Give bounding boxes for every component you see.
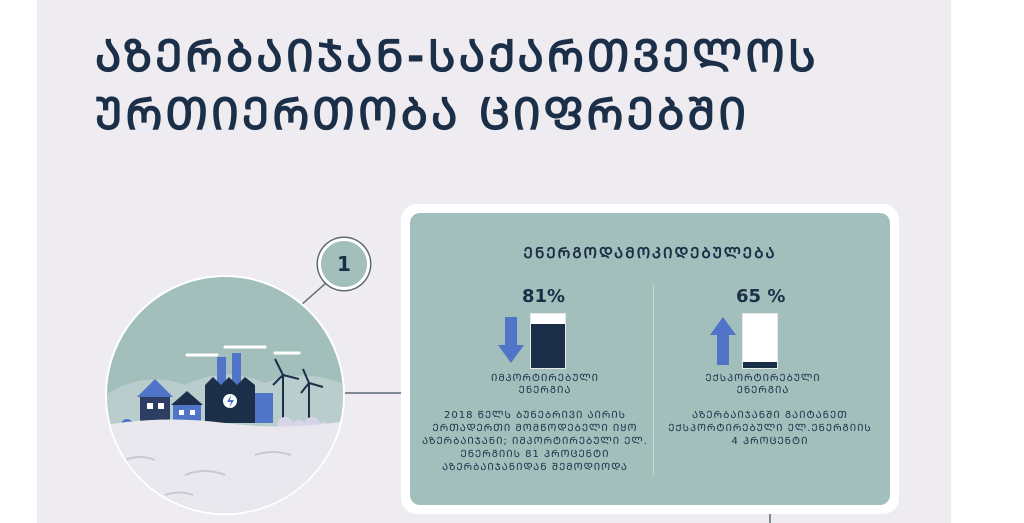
export-percent: 65 % bbox=[736, 286, 786, 307]
chimney-icon bbox=[232, 353, 241, 389]
import-desc-line: ᲔᲠᲗᲐᲓᲔᲠᲗᲘ ᲛᲝᲛᲬᲝᲓᲔᲑᲔᲚᲘ ᲘᲧᲝ bbox=[432, 423, 638, 434]
export-share-bar bbox=[742, 313, 778, 369]
import-desc-line: ᲐᲖᲔᲠᲑᲐᲘᲯᲐᲜᲘᲓᲐᲜ ᲨᲔᲛᲝᲓᲘᲝᲓᲐ bbox=[442, 462, 628, 473]
export-share-fill bbox=[743, 361, 777, 368]
step-number: 1 bbox=[337, 252, 351, 276]
column-divider bbox=[653, 285, 654, 475]
import-desc-line: ᲔᲜᲔᲠᲒᲘᲘᲡ 81 ᲞᲠᲝᲪᲔᲜᲢᲘ bbox=[460, 449, 610, 460]
ground bbox=[107, 419, 343, 513]
lightning-icon bbox=[227, 395, 234, 408]
import-share-fill bbox=[531, 324, 565, 368]
import-label-line-1: ᲘᲛᲞᲝᲠᲢᲘᲠᲔᲑᲣᲚᲘ bbox=[490, 373, 600, 384]
arrow-up-icon bbox=[710, 317, 736, 365]
chimney-icon bbox=[217, 357, 226, 389]
import-share-bar bbox=[530, 313, 566, 369]
step-number-badge: 1 bbox=[318, 238, 370, 290]
page-title: ᲐᲖᲔᲠᲑᲐᲘᲯᲐᲜ-ᲡᲐᲥᲐᲠᲗᲕᲔᲚᲝᲡ ᲣᲠᲗᲘᲔᲠᲗᲝᲑᲐ ᲪᲘᲤᲠᲔᲑ… bbox=[95, 28, 819, 144]
house-icon bbox=[173, 403, 201, 425]
arrow-down-icon bbox=[498, 317, 524, 363]
card-title: ᲔᲜᲔᲠᲒᲝᲓᲐᲛᲝᲙᲘᲓᲔᲑᲣᲚᲔᲑᲐ bbox=[523, 244, 777, 262]
export-label-line-1: ᲔᲥᲡᲞᲝᲠᲢᲘᲠᲔᲑᲣᲚᲘ bbox=[705, 373, 821, 384]
import-desc-line: 2018 ᲬᲔᲚᲡ ᲑᲣᲜᲔᲑᲠᲘᲕᲘ ᲐᲘᲠᲘᲡ bbox=[444, 410, 626, 421]
export-desc-line: ᲔᲥᲡᲞᲝᲠᲢᲘᲠᲔᲑᲣᲚᲘ ᲔᲚ.ᲔᲜᲔᲠᲒᲘᲘᲡ bbox=[668, 423, 872, 434]
export-label: ᲔᲥᲡᲞᲝᲠᲢᲘᲠᲔᲑᲣᲚᲘ ᲔᲜᲔᲠᲒᲘᲐ bbox=[668, 373, 858, 397]
energy-town-illustration bbox=[105, 275, 345, 515]
import-percent: 81% bbox=[522, 286, 566, 307]
export-label-line-2: ᲔᲜᲔᲠᲒᲘᲐ bbox=[736, 385, 790, 396]
import-desc-line: ᲐᲖᲔᲠᲑᲐᲘᲯᲐᲜᲘ; ᲘᲛᲞᲝᲠᲢᲘᲠᲔᲑᲣᲚᲘ ᲔᲚ. bbox=[422, 436, 648, 447]
import-label: ᲘᲛᲞᲝᲠᲢᲘᲠᲔᲑᲣᲚᲘ ᲔᲜᲔᲠᲒᲘᲐ bbox=[450, 373, 640, 397]
energy-dependency-card: ᲔᲜᲔᲠᲒᲝᲓᲐᲛᲝᲙᲘᲓᲔᲑᲣᲚᲔᲑᲐ 81% ᲘᲛᲞᲝᲠᲢᲘᲠᲔᲑᲣᲚᲘ Ე… bbox=[410, 213, 890, 505]
export-desc-line: 4 ᲞᲠᲝᲪᲔᲜᲢᲘ bbox=[731, 436, 809, 447]
building-icon bbox=[255, 393, 273, 423]
export-description: ᲐᲖᲔᲠᲑᲐᲘᲯᲐᲜᲨᲘ ᲒᲐᲘᲢᲐᲜᲔᲗ ᲔᲥᲡᲞᲝᲠᲢᲘᲠᲔᲑᲣᲚᲘ ᲔᲚ.… bbox=[660, 409, 880, 448]
import-label-line-2: ᲔᲜᲔᲠᲒᲘᲐ bbox=[518, 385, 572, 396]
title-line-1: ᲐᲖᲔᲠᲑᲐᲘᲯᲐᲜ-ᲡᲐᲥᲐᲠᲗᲕᲔᲚᲝᲡ bbox=[95, 31, 819, 82]
import-description: 2018 ᲬᲔᲚᲡ ᲑᲣᲜᲔᲑᲠᲘᲕᲘ ᲐᲘᲠᲘᲡ ᲔᲠᲗᲐᲓᲔᲠᲗᲘ ᲛᲝᲛᲬ… bbox=[420, 409, 650, 474]
title-line-2: ᲣᲠᲗᲘᲔᲠᲗᲝᲑᲐ ᲪᲘᲤᲠᲔᲑᲨᲘ bbox=[95, 89, 750, 140]
export-desc-line: ᲐᲖᲔᲠᲑᲐᲘᲯᲐᲜᲨᲘ ᲒᲐᲘᲢᲐᲜᲔᲗ bbox=[692, 410, 848, 421]
